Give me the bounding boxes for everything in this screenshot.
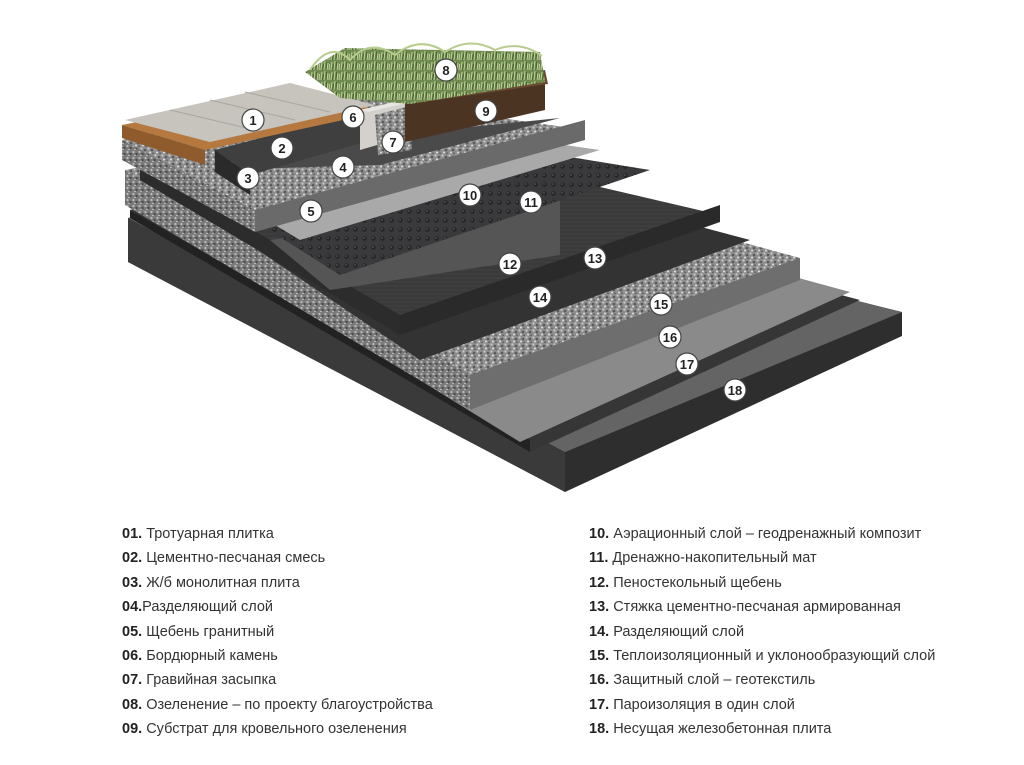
marker-12-label: 12 [503,257,517,272]
legend-item-12: 12. Пеностекольный щебень [589,571,935,595]
marker-18: 18 [723,378,747,402]
marker-8-label: 8 [442,63,449,78]
legend-item-text: Несущая железобетонная плита [609,721,832,738]
marker-2-label: 2 [278,141,285,156]
legend-right-column: 10. Аэрационный слой – геодренажный комп… [589,522,935,742]
legend-left-column: 01. Тротуарная плитка 02. Цементно-песча… [122,522,433,742]
legend-item-08: 08. Озеленение – по проекту благоустройс… [122,693,433,717]
legend-item-01: 01. Тротуарная плитка [122,522,433,546]
marker-17-label: 17 [680,357,694,372]
legend-item-number: 04. [122,599,143,616]
legend-item-07: 07. Гравийная засыпка [122,668,433,692]
marker-2: 2 [270,136,294,160]
legend-item-number: 02. [122,550,143,567]
marker-16: 16 [658,325,682,349]
marker-13-label: 13 [588,251,602,266]
legend-item-text: Гравийная засыпка [142,672,277,689]
marker-15: 15 [649,292,673,316]
marker-11: 11 [519,190,543,214]
legend-item-text: Разделяющий слой [609,623,745,640]
legend-item-number: 01. [122,526,143,542]
legend-item-text: Дренажно-накопительный мат [608,550,817,567]
legend-item-17: 17. Пароизоляция в один слой [589,693,935,717]
marker-7-label: 7 [389,135,396,150]
legend-item-text: Щебень гранитный [142,623,275,640]
marker-16-label: 16 [663,330,677,345]
marker-14-label: 14 [533,290,548,305]
marker-3-label: 3 [244,171,251,186]
legend-item-text: Ж/б монолитная плита [142,574,300,591]
marker-9: 9 [474,99,498,123]
marker-5: 5 [299,199,323,223]
legend-item-number: 10. [589,526,610,542]
legend-item-number: 13. [589,599,610,616]
legend-item-number: 18. [589,721,610,738]
roof-layers-diagram: 1 2 3 4 5 6 7 8 9 10 11 12 [122,42,902,492]
legend-item-number: 03. [122,574,143,591]
legend-item-number: 07. [122,672,143,689]
legend-item-number: 11. [589,550,609,567]
marker-11-label: 11 [524,195,538,210]
marker-13: 13 [583,246,607,270]
legend-item-text: Тротуарная плитка [142,526,274,542]
legend-item-14: 14. Разделяющий слой [589,620,935,644]
legend-item-text: Пеностекольный щебень [609,574,782,591]
marker-10-label: 10 [463,188,477,203]
marker-18-label: 18 [728,383,742,398]
legend-item-10: 10. Аэрационный слой – геодренажный комп… [589,522,935,546]
legend-item-04: 04.Разделяющий слой [122,595,433,619]
legend-item-18: 18. Несущая железобетонная плита [589,717,935,741]
legend-item-15: 15. Теплоизоляционный и уклонообразующий… [589,644,935,668]
legend-item-text: Стяжка цементно-песчаная армированная [609,599,901,616]
legend-item-text: Пароизоляция в один слой [609,696,795,713]
legend-item-text: Цементно-песчаная смесь [142,550,326,567]
legend-item-number: 17. [589,696,610,713]
marker-1: 1 [241,108,265,132]
legend-item-06: 06. Бордюрный камень [122,644,433,668]
legend-item-11: 11. Дренажно-накопительный мат [589,546,935,570]
marker-8: 8 [434,58,458,82]
marker-6: 6 [341,105,365,129]
legend-item-16: 16. Защитный слой – геотекстиль [589,668,935,692]
legend-item-number: 06. [122,648,143,665]
legend-item-number: 12. [589,574,610,591]
marker-14: 14 [528,285,552,309]
legend-item-09: 09. Субстрат для кровельного озеленения [122,717,433,741]
legend-item-text: Озеленение – по проекту благоустройства [142,696,433,713]
legend-item-number: 15. [589,648,610,665]
marker-7: 7 [381,130,405,154]
marker-9-label: 9 [482,104,489,119]
legend-item-13: 13. Стяжка цементно-песчаная армированна… [589,595,935,619]
legend-item-03: 03. Ж/б монолитная плита [122,571,433,595]
marker-4-label: 4 [339,160,347,175]
legend-item-number: 08. [122,696,143,713]
marker-17: 17 [675,352,699,376]
marker-3: 3 [236,166,260,190]
legend-item-05: 05. Щебень гранитный [122,620,433,644]
marker-6-label: 6 [349,110,356,125]
legend-item-text: Субстрат для кровельного озеленения [142,721,407,738]
legend-item-text: Разделяющий слой [142,599,274,616]
marker-1-label: 1 [249,113,256,128]
marker-4: 4 [331,155,355,179]
marker-12: 12 [498,252,522,276]
legend-item-text: Аэрационный слой – геодренажный композит [609,526,922,542]
legend-item-number: 09. [122,721,143,738]
marker-15-label: 15 [654,297,668,312]
legend-item-text: Защитный слой – геотекстиль [609,672,816,689]
legend-item-text: Бордюрный камень [142,648,278,665]
legend-item-number: 14. [589,623,610,640]
legend-item-number: 16. [589,672,610,689]
legend-item-02: 02. Цементно-песчаная смесь [122,546,433,570]
legend-item-text: Теплоизоляционный и уклонообразующий сло… [609,648,936,665]
legend-item-number: 05. [122,623,143,640]
marker-5-label: 5 [307,204,314,219]
marker-10: 10 [458,183,482,207]
